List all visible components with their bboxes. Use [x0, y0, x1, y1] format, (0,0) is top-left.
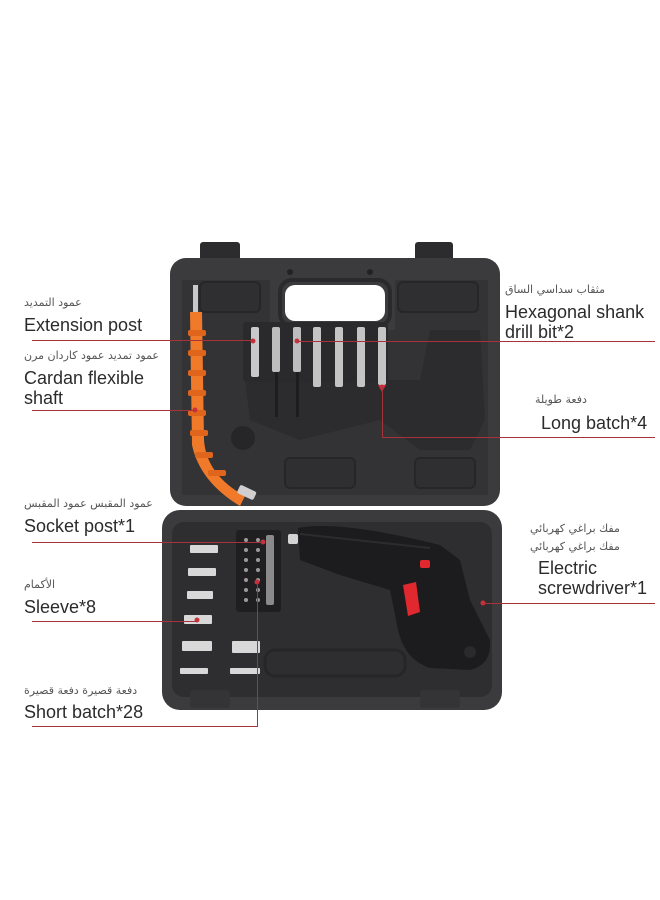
leader-short-batch-h — [32, 726, 258, 727]
arabic-label-2: مفك براغي كهربائي — [530, 540, 620, 553]
english-label: Hexagonal shank — [505, 302, 645, 322]
electric-screwdriver — [288, 526, 491, 670]
callout-extension-post: عمود التمديد Extension post — [24, 296, 142, 335]
sleeves — [180, 545, 260, 674]
leader-electric-screwdriver — [483, 603, 655, 604]
english-label: Sleeve*8 — [24, 597, 97, 617]
callout-socket-post: عمود المقبس عمود المقبس Socket post*1 — [24, 497, 153, 536]
arabic-label: عمود تمديد عمود كاردان مرن — [24, 349, 159, 362]
short-bits-block — [236, 530, 281, 612]
callout-sleeve: الأكمام Sleeve*8 — [24, 578, 96, 617]
english-label: Electric — [538, 558, 598, 578]
leader-socket-post — [32, 542, 263, 543]
callout-long-batch: دفعة طويلة Long batch*4 — [535, 393, 647, 433]
leader-long-batch-h — [382, 437, 655, 438]
english-label: Long batch*4 — [541, 413, 648, 433]
english-label-line2: screwdriver*1 — [538, 578, 648, 598]
arabic-label: عمود المقبس عمود المقبس — [24, 497, 153, 510]
arabic-label: الأكمام — [24, 578, 56, 591]
callout-electric-screwdriver: مفك براغي كهربائي مفك براغي كهربائي Elec… — [530, 522, 647, 598]
leader-cardan-shaft — [32, 410, 196, 411]
leader-sleeve — [32, 621, 197, 622]
arabic-label: عمود التمديد — [24, 296, 82, 309]
english-label: Short batch*28 — [24, 702, 144, 722]
english-label: Cardan flexible — [24, 368, 145, 388]
arabic-label: دفعة قصيرة دفعة قصيرة — [24, 684, 138, 697]
leader-extension-post — [32, 340, 254, 341]
arabic-label: مثقاب سداسي الساق — [505, 283, 606, 296]
callout-short-batch: دفعة قصيرة دفعة قصيرة Short batch*28 — [24, 684, 143, 722]
flexible-shaft — [188, 285, 257, 506]
arabic-label: دفعة طويلة — [535, 393, 587, 406]
leader-short-batch-v — [257, 582, 258, 726]
english-label-line2: drill bit*2 — [505, 322, 575, 342]
callout-hexagonal-drill-bit: مثقاب سداسي الساق Hexagonal shank drill … — [505, 283, 644, 342]
english-label: Socket post*1 — [24, 516, 136, 536]
callout-cardan-flexible-shaft: عمود تمديد عمود كاردان مرن Cardan flexib… — [24, 349, 159, 408]
leader-long-batch-v — [382, 387, 383, 437]
arabic-label: مفك براغي كهربائي — [530, 522, 620, 535]
english-label-line2: shaft — [24, 388, 64, 408]
case-base — [162, 510, 502, 710]
english-label: Extension post — [24, 315, 143, 335]
leader-hex-drill-bit — [297, 341, 655, 342]
